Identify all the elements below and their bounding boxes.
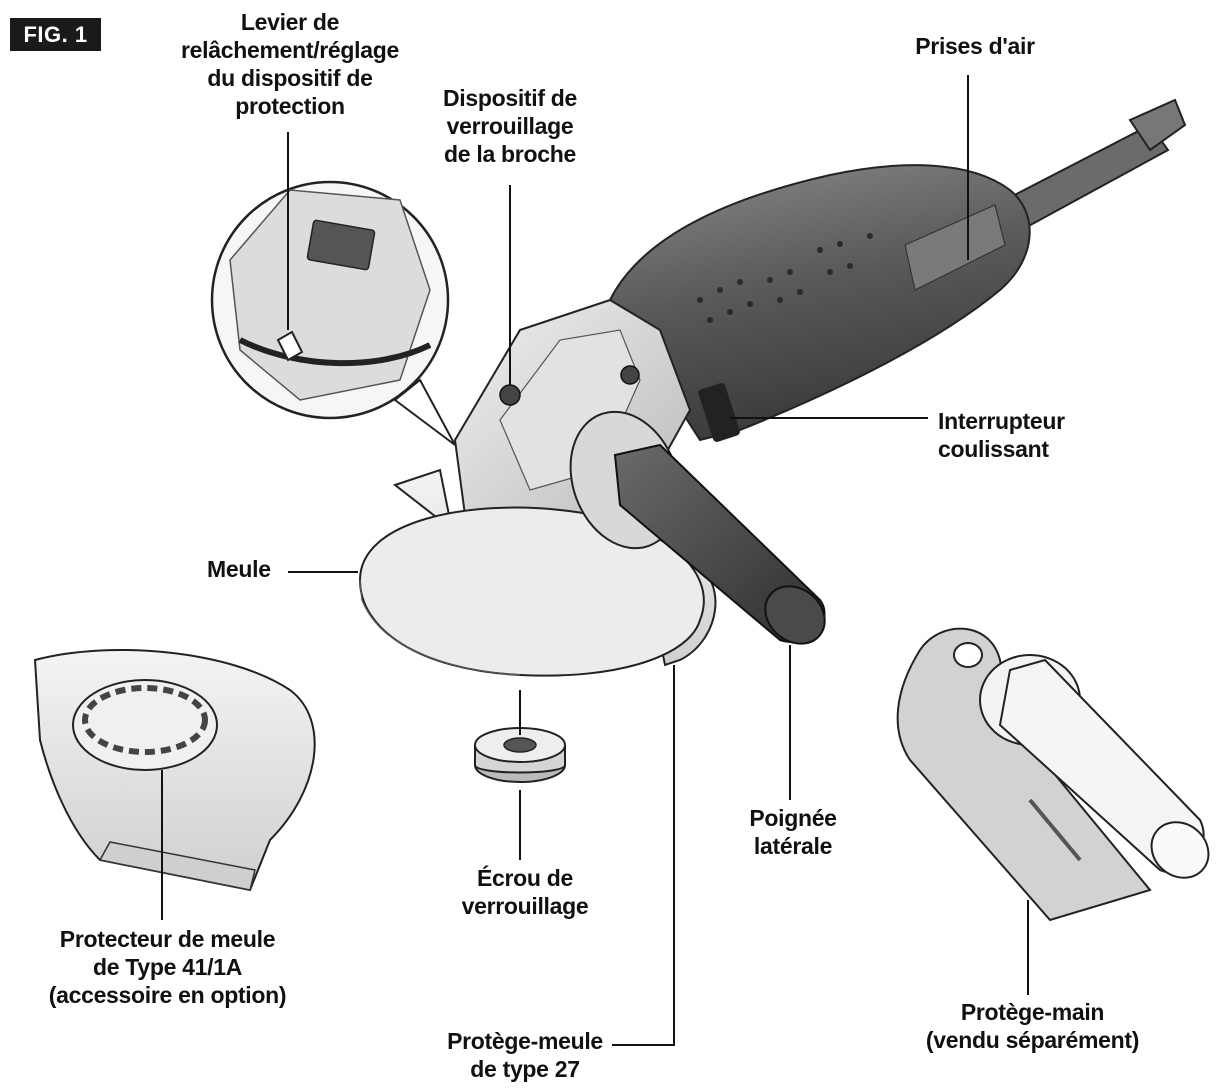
motor-housing [608,164,1031,442]
lock-nut [474,727,566,783]
label-slide-switch: Interrupteur coulissant [938,408,1065,462]
slide-switch [698,383,740,442]
label-hand-guard: Protège-main (vendu séparément) [925,999,1140,1053]
label-lock-nut: Écrou de verrouillage [461,865,589,919]
magnified-inset [210,180,456,446]
label-wheel: Meule [207,556,271,582]
label-guard-lever: Levier de relâchement/réglage du disposi… [180,9,399,119]
label-air-vents: Prises d'air [915,33,1035,59]
label-side-handle: Poignée latérale [749,805,837,859]
label-spindle-lock: Dispositif de verrouillage de la broche [442,85,578,167]
label-guard-41: Protecteur de meule de Type 41/1A (acces… [48,926,287,1008]
air-vents [697,233,873,323]
figure-badge: FIG. 1 [10,18,101,51]
type-41-guard [33,649,316,892]
leader-lines [161,75,1029,1046]
cord-strain-relief [1128,98,1187,152]
leader-guard-27 [612,665,675,1046]
hand-guard [896,627,1210,922]
angle-grinder [358,98,1187,677]
label-guard-27: Protège-meule de type 27 [447,1028,603,1082]
spindle-lock-button [499,384,521,406]
